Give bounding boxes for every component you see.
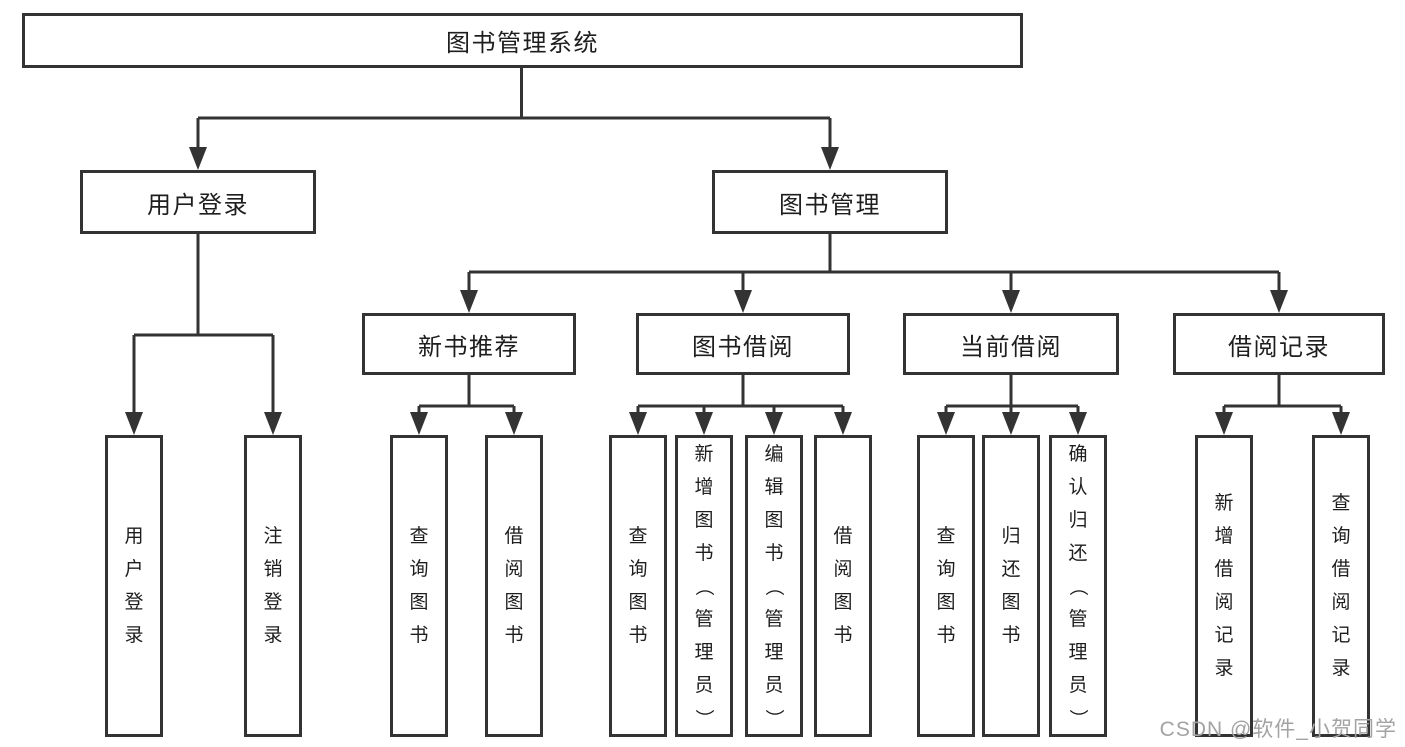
leaf-user-login: 用户登录 [105,435,163,737]
leaf-query-books-borrowing: 查询图书 [609,435,667,737]
node-label: 用户登录 [147,191,249,219]
node-label: 确认归还（管理员） [1067,443,1089,728]
node-label: 归还图书 [1001,526,1021,646]
node-new-book-recommend: 新书推荐 [362,313,576,375]
node-label: 当前借阅 [960,333,1062,361]
leaf-query-borrow-record: 查询借阅记录 [1312,435,1370,737]
leaf-borrow-books-borrowing: 借阅图书 [814,435,872,737]
node-label: 查询图书 [936,526,956,646]
leaf-edit-books-admin: 编辑图书（管理员） [745,435,803,737]
node-label: 查询图书 [628,526,648,646]
leaf-add-borrow-record: 新增借阅记录 [1195,435,1253,737]
leaf-borrow-books-recommend: 借阅图书 [485,435,543,737]
leaf-add-books-admin: 新增图书（管理员） [675,435,733,737]
node-library-management-system: 图书管理系统 [22,13,1023,68]
node-label: 借阅图书 [833,526,853,646]
leaf-query-books-recommend: 查询图书 [390,435,448,737]
leaf-return-books: 归还图书 [982,435,1040,737]
leaf-query-books-current: 查询图书 [917,435,975,737]
node-label: 新增借阅记录 [1214,493,1234,679]
node-label: 查询图书 [409,526,429,646]
node-label: 图书借阅 [692,333,794,361]
arrowheads [125,147,1350,435]
node-borrow-records: 借阅记录 [1173,313,1385,375]
node-label: 编辑图书（管理员） [763,443,785,728]
node-label: 新增图书（管理员） [693,443,715,728]
node-book-management: 图书管理 [712,170,948,234]
node-current-borrowing: 当前借阅 [903,313,1119,375]
node-user-login: 用户登录 [80,170,316,234]
node-label: 注销登录 [263,526,283,646]
csdn-watermark: CSDN @软件_小贺同学 [1159,718,1397,741]
node-label: 借阅记录 [1228,333,1330,361]
node-label: 借阅图书 [504,526,524,646]
node-label: 图书管理 [779,191,881,219]
node-label: 用户登录 [124,526,144,646]
node-label: 查询借阅记录 [1331,493,1351,679]
node-label: 图书管理系统 [446,30,599,57]
leaf-logout: 注销登录 [244,435,302,737]
leaf-confirm-return-admin: 确认归还（管理员） [1049,435,1107,737]
node-book-borrowing: 图书借阅 [636,313,850,375]
node-label: 新书推荐 [418,333,520,361]
